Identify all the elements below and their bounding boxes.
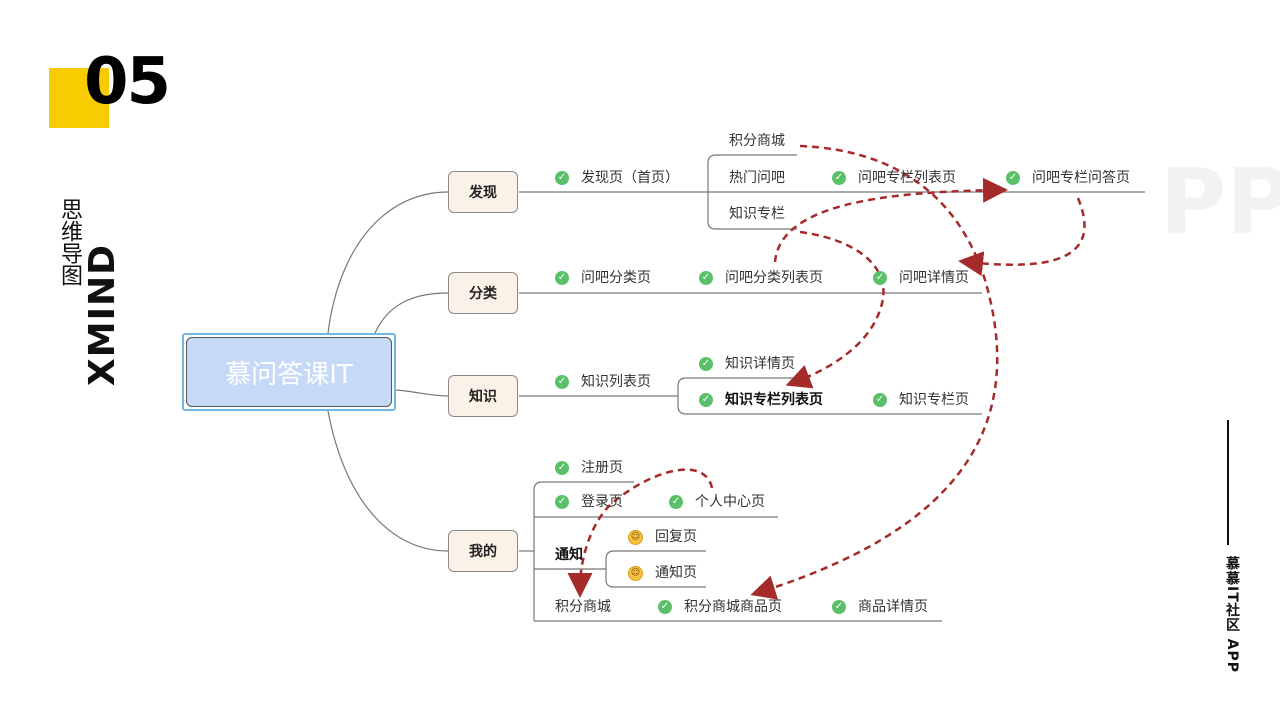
section-number: 05 bbox=[84, 45, 171, 119]
leaf-register[interactable]: ✓ 注册页 bbox=[555, 459, 623, 477]
leaf-label: 问吧专栏问答页 bbox=[1032, 170, 1130, 186]
leaf-label: 登录页 bbox=[581, 494, 623, 510]
leaf-ask-column-list[interactable]: ✓ 问吧专栏列表页 bbox=[832, 169, 956, 187]
leaf-hot-ask[interactable]: 热门问吧 bbox=[729, 169, 785, 187]
leaf-label: 个人中心页 bbox=[695, 494, 765, 510]
leaf-ask-category-list[interactable]: ✓ 问吧分类列表页 bbox=[699, 269, 823, 287]
check-icon: ✓ bbox=[699, 357, 713, 371]
leaf-label: 知识专栏 bbox=[729, 206, 785, 222]
leaf-label: 积分商城 bbox=[729, 133, 785, 149]
leaf-personal-center[interactable]: ✓ 个人中心页 bbox=[669, 493, 765, 511]
accent-block bbox=[49, 68, 109, 128]
leaf-label: 回复页 bbox=[655, 529, 697, 545]
leaf-label: 热门问吧 bbox=[729, 170, 785, 186]
watermark-text: PP bbox=[1160, 150, 1280, 255]
leaf-label: 商品详情页 bbox=[858, 599, 928, 615]
leaf-label: 通知页 bbox=[655, 565, 697, 581]
leaf-label: 问吧分类页 bbox=[581, 270, 651, 286]
check-icon: ✓ bbox=[699, 271, 713, 285]
leaf-login[interactable]: ✓ 登录页 bbox=[555, 493, 623, 511]
root-node-label: 慕问答课IT bbox=[186, 337, 392, 407]
check-icon: ✓ bbox=[1006, 171, 1020, 185]
category-node-mine[interactable]: 我的 bbox=[448, 530, 518, 572]
leaf-knowledge-column[interactable]: 知识专栏 bbox=[729, 205, 785, 223]
smiley-icon: ☺ bbox=[628, 529, 643, 545]
leaf-knowledge-list[interactable]: ✓ 知识列表页 bbox=[555, 373, 651, 391]
leaf-label: 积分商城商品页 bbox=[684, 599, 782, 615]
check-icon: ✓ bbox=[555, 461, 569, 475]
leaf-label: 通知 bbox=[555, 547, 583, 563]
category-node-category[interactable]: 分类 bbox=[448, 272, 518, 314]
leaf-label: 问吧分类列表页 bbox=[725, 270, 823, 286]
leaf-knowledge-detail[interactable]: ✓ 知识详情页 bbox=[699, 355, 795, 373]
check-icon: ✓ bbox=[832, 600, 846, 614]
leaf-label: 知识列表页 bbox=[581, 374, 651, 390]
smiley-icon: ☺ bbox=[628, 565, 643, 581]
check-icon: ✓ bbox=[555, 271, 569, 285]
leaf-label: 知识专栏页 bbox=[899, 392, 969, 408]
leaf-goods-detail[interactable]: ✓ 商品详情页 bbox=[832, 598, 928, 616]
leaf-ask-column-qa[interactable]: ✓ 问吧专栏问答页 bbox=[1006, 169, 1130, 187]
leaf-notify[interactable]: 通知 bbox=[555, 546, 583, 564]
leaf-points-mall[interactable]: 积分商城 bbox=[729, 132, 785, 150]
leaf-label: 积分商城 bbox=[555, 599, 611, 615]
leaf-label: 注册页 bbox=[581, 460, 623, 476]
check-icon: ✓ bbox=[699, 393, 713, 407]
leaf-label: 知识专栏列表页 bbox=[725, 392, 823, 408]
leaf-ask-category[interactable]: ✓ 问吧分类页 bbox=[555, 269, 651, 287]
root-node[interactable]: 慕问答课IT bbox=[182, 333, 396, 411]
check-icon: ✓ bbox=[669, 495, 683, 509]
leaf-points-goods[interactable]: ✓ 积分商城商品页 bbox=[658, 598, 782, 616]
leaf-label: 知识详情页 bbox=[725, 356, 795, 372]
side-label: 慕慕IT社区 APP bbox=[1224, 556, 1240, 673]
check-icon: ✓ bbox=[555, 375, 569, 389]
check-icon: ✓ bbox=[658, 600, 672, 614]
leaf-discover-page[interactable]: ✓ 发现页（首页） bbox=[555, 169, 679, 187]
title-chinese: 思维导图 bbox=[57, 198, 82, 286]
side-divider bbox=[1227, 420, 1229, 545]
leaf-mine-points-mall[interactable]: 积分商城 bbox=[555, 598, 611, 616]
check-icon: ✓ bbox=[555, 495, 569, 509]
check-icon: ✓ bbox=[873, 393, 887, 407]
check-icon: ✓ bbox=[832, 171, 846, 185]
leaf-ask-detail[interactable]: ✓ 问吧详情页 bbox=[873, 269, 969, 287]
leaf-label: 发现页（首页） bbox=[581, 170, 679, 186]
category-node-discover[interactable]: 发现 bbox=[448, 171, 518, 213]
check-icon: ✓ bbox=[555, 171, 569, 185]
leaf-label: 问吧专栏列表页 bbox=[858, 170, 956, 186]
leaf-notify-page[interactable]: ☺ 通知页 bbox=[628, 564, 697, 582]
leaf-knowledge-column-page[interactable]: ✓ 知识专栏页 bbox=[873, 391, 969, 409]
leaf-reply-page[interactable]: ☺ 回复页 bbox=[628, 528, 697, 546]
category-node-knowledge[interactable]: 知识 bbox=[448, 375, 518, 417]
leaf-knowledge-column-list[interactable]: ✓ 知识专栏列表页 bbox=[699, 391, 823, 409]
leaf-label: 问吧详情页 bbox=[899, 270, 969, 286]
check-icon: ✓ bbox=[873, 271, 887, 285]
